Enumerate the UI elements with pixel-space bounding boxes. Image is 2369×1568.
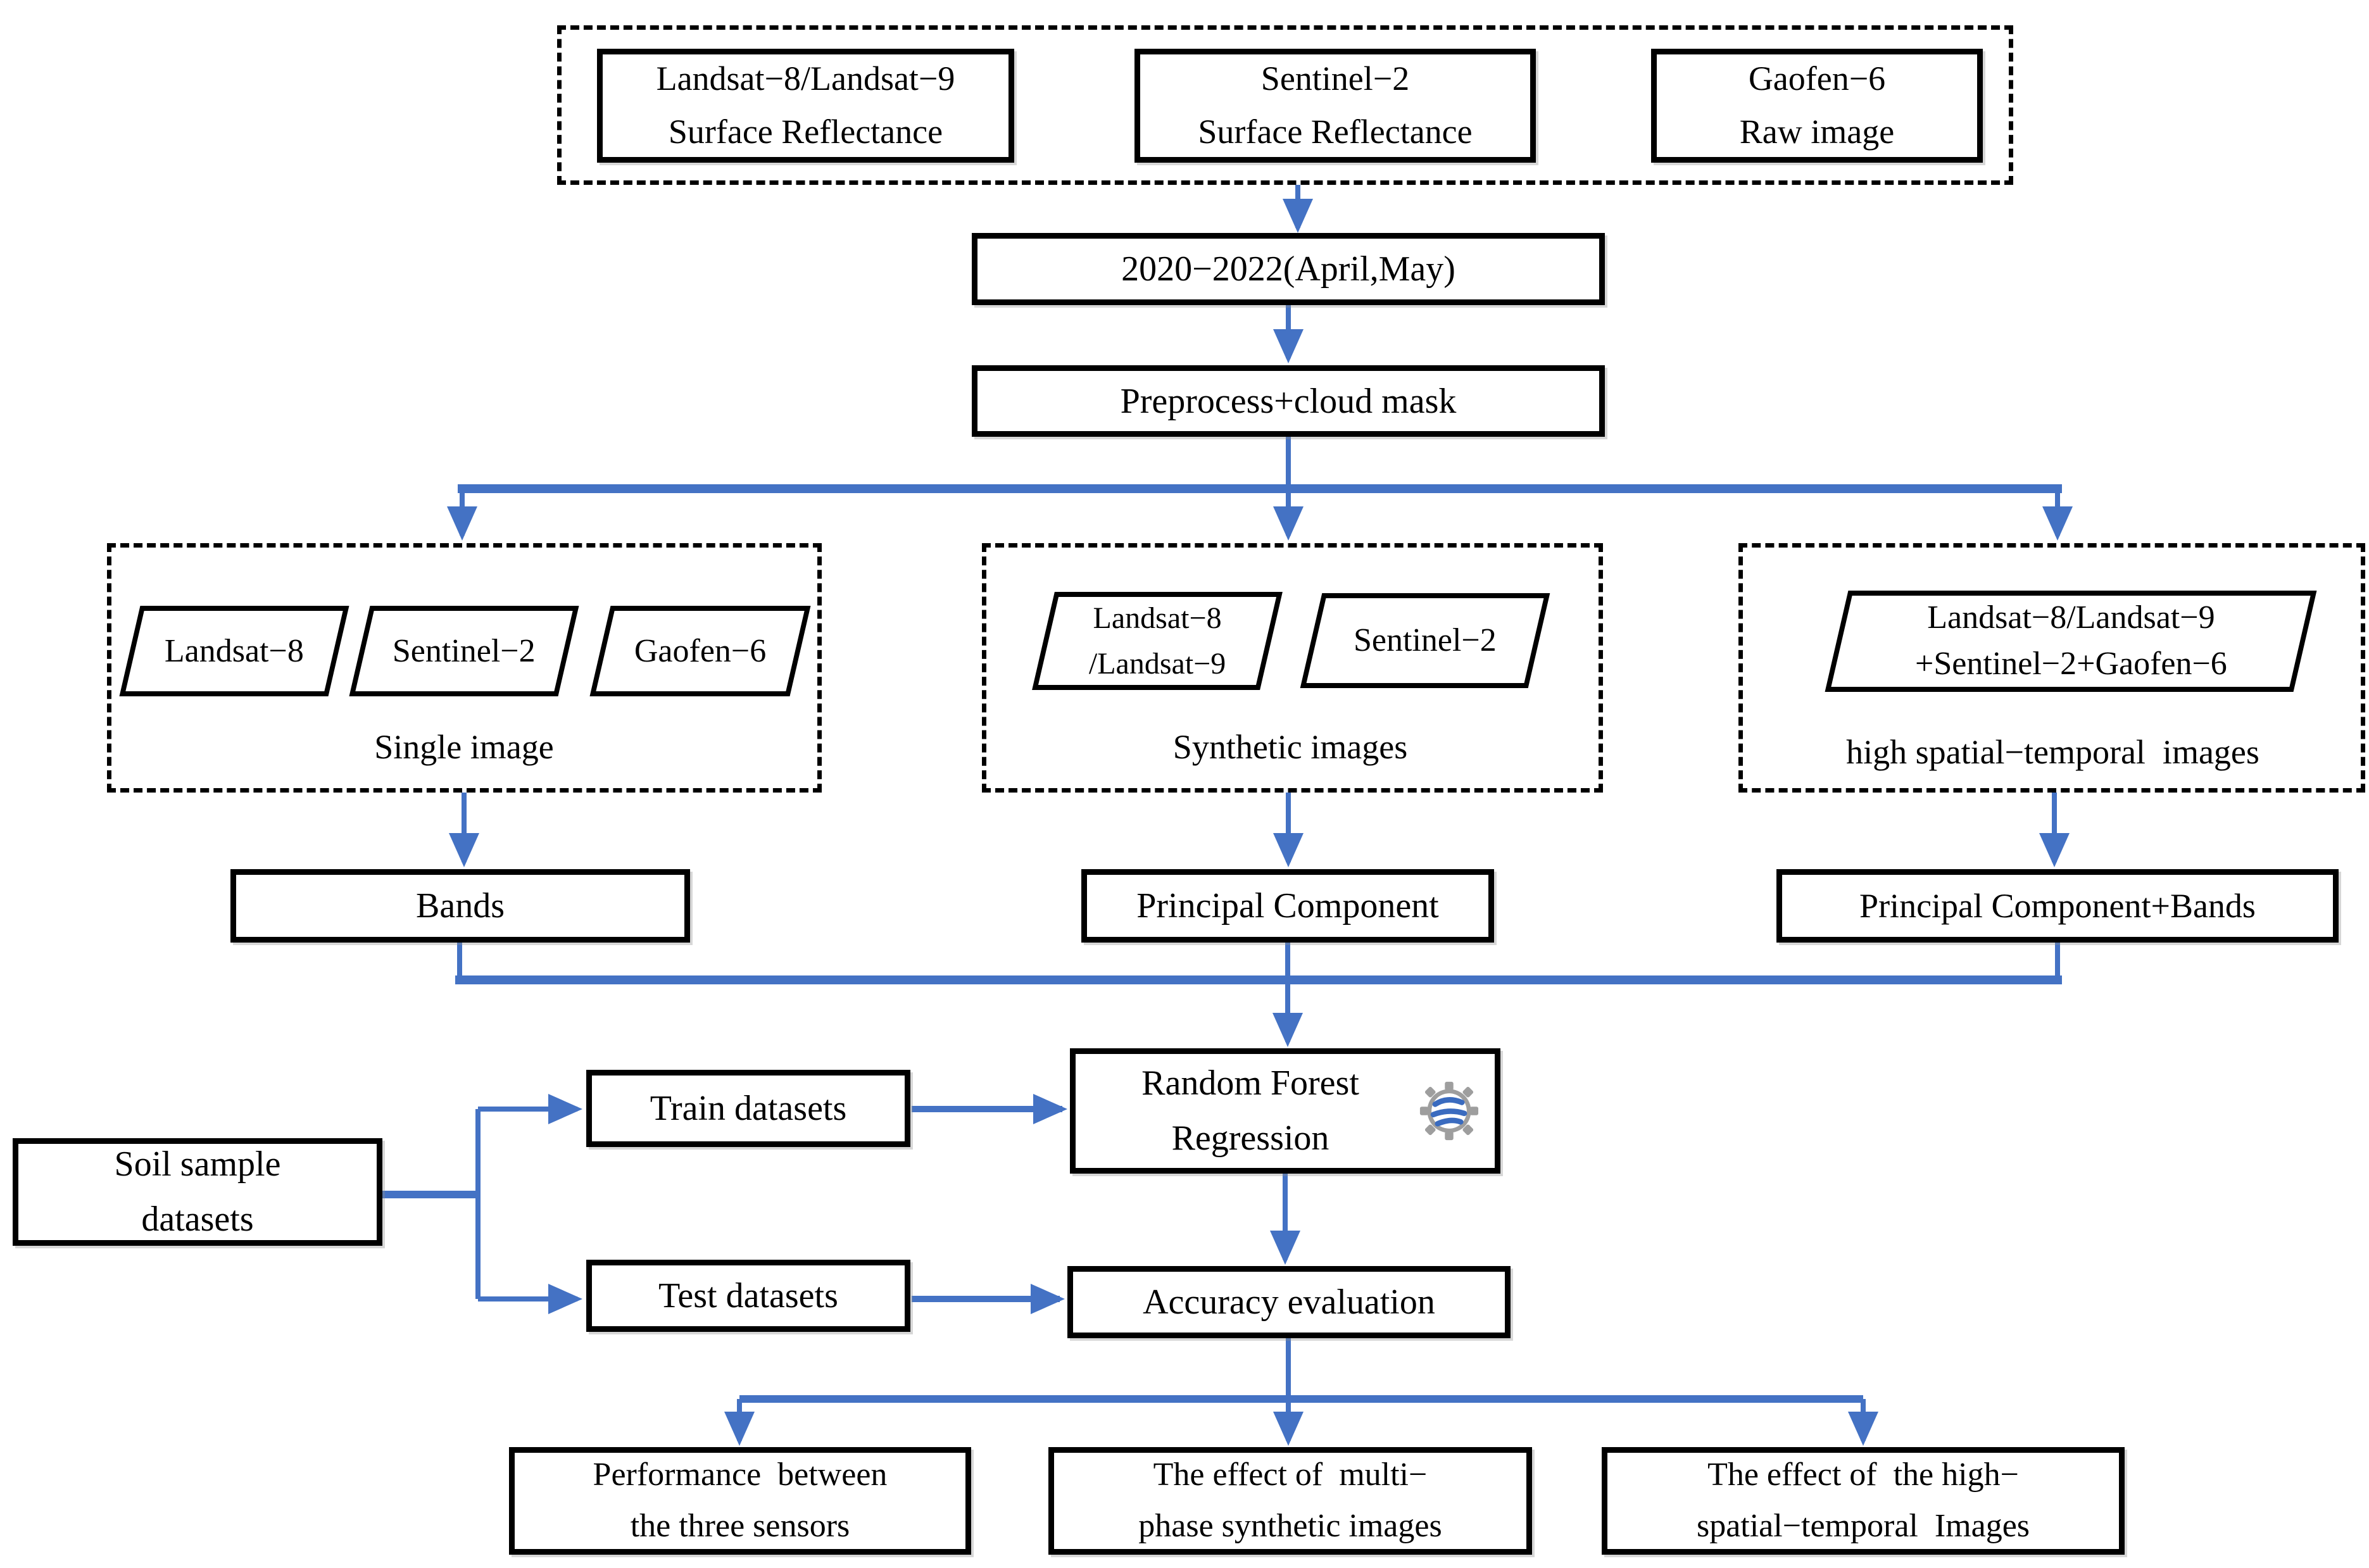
node-bands: Bands [230, 869, 690, 943]
node-label: Soil sample datasets [114, 1145, 281, 1239]
node-label: Principal Component [1136, 886, 1439, 925]
group-spatial-temporal-caption: high spatial−temporal images [1846, 733, 2259, 771]
node-landsat-synthetic: Landsat−8 /Landsat−9 [1032, 592, 1283, 690]
node-outcome-spatial-temporal-effect: The effect of the high− spatial−temporal… [1602, 1447, 2125, 1555]
group-single-image-caption: Single image [374, 728, 554, 766]
node-label: Landsat−8 [165, 632, 304, 669]
node-combined-images: Landsat−8/Landsat−9 +Sentinel−2+Gaofen−6 [1825, 591, 2317, 692]
node-label: Accuracy evaluation [1143, 1283, 1435, 1322]
group-spatial-temporal-container [1738, 543, 2365, 793]
node-period: 2020−2022(April,May) [972, 233, 1605, 305]
node-label: Landsat−8/Landsat−9 Surface Reflectance [656, 60, 955, 151]
node-landsat8-single: Landsat−8 [119, 606, 349, 696]
node-label: Train datasets [650, 1089, 847, 1128]
node-sentinel2-synthetic: Sentinel−2 [1300, 593, 1550, 688]
group-synthetic-images-caption: Synthetic images [1172, 728, 1408, 766]
node-principal-component: Principal Component [1081, 869, 1494, 943]
node-label: Sentinel−2 [393, 632, 536, 669]
node-outcome-synthetic-effect: The effect of multi− phase synthetic ima… [1048, 1447, 1532, 1555]
node-label: Sentinel−2 Surface Reflectance [1198, 60, 1473, 151]
node-train-datasets: Train datasets [586, 1070, 910, 1147]
node-preprocess: Preprocess+cloud mask [972, 365, 1605, 437]
node-outcome-sensor-performance: Performance between the three sensors [509, 1447, 971, 1555]
node-label: Principal Component+Bands [1859, 886, 2256, 925]
node-gaofen6-raw-image: Gaofen−6 Raw image [1651, 49, 1983, 163]
google-earth-engine-icon [1419, 1081, 1479, 1141]
node-sentinel2-single: Sentinel−2 [349, 606, 579, 696]
node-label: Preprocess+cloud mask [1120, 381, 1457, 421]
node-label: The effect of the high− spatial−temporal… [1696, 1457, 2030, 1544]
node-label: Landsat−8 /Landsat−9 [1088, 601, 1226, 681]
node-principal-component-bands: Principal Component+Bands [1776, 869, 2339, 943]
node-gaofen6-single: Gaofen−6 [589, 606, 811, 696]
group-single-image-container [107, 543, 822, 793]
node-sentinel2-surface-reflectance: Sentinel−2 Surface Reflectance [1134, 49, 1536, 163]
node-label: Gaofen−6 Raw image [1739, 60, 1895, 151]
node-landsat-surface-reflectance: Landsat−8/Landsat−9 Surface Reflectance [597, 49, 1014, 163]
node-label: Random Forest Regression [1141, 1063, 1359, 1158]
node-label: 2020−2022(April,May) [1121, 249, 1455, 289]
group-synthetic-images-container [982, 543, 1603, 793]
node-label: Test datasets [658, 1276, 838, 1315]
source-group-container [557, 25, 2013, 185]
node-test-datasets: Test datasets [586, 1260, 910, 1332]
node-random-forest-regression: Random Forest Regression [1070, 1048, 1500, 1174]
node-label: Performance between the three sensors [593, 1457, 888, 1544]
node-accuracy-evaluation: Accuracy evaluation [1067, 1266, 1511, 1338]
node-label: Gaofen−6 [634, 632, 767, 669]
node-label: Landsat−8/Landsat−9 +Sentinel−2+Gaofen−6 [1914, 599, 2227, 682]
node-label: Sentinel−2 [1354, 622, 1497, 658]
node-soil-sample-datasets: Soil sample datasets [13, 1138, 382, 1246]
node-label: Bands [416, 886, 505, 925]
node-label: The effect of multi− phase synthetic ima… [1138, 1457, 1442, 1544]
